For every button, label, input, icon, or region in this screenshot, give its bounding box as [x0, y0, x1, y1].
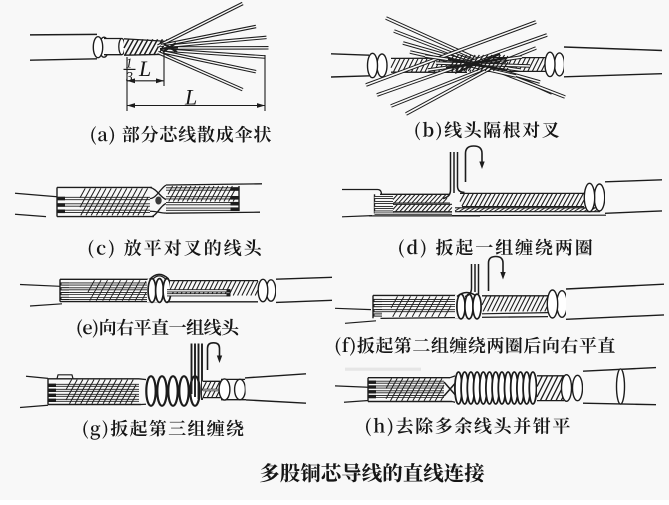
svg-text:L: L — [138, 56, 151, 81]
svg-text:3: 3 — [125, 69, 133, 84]
svg-text:L: L — [184, 85, 197, 110]
